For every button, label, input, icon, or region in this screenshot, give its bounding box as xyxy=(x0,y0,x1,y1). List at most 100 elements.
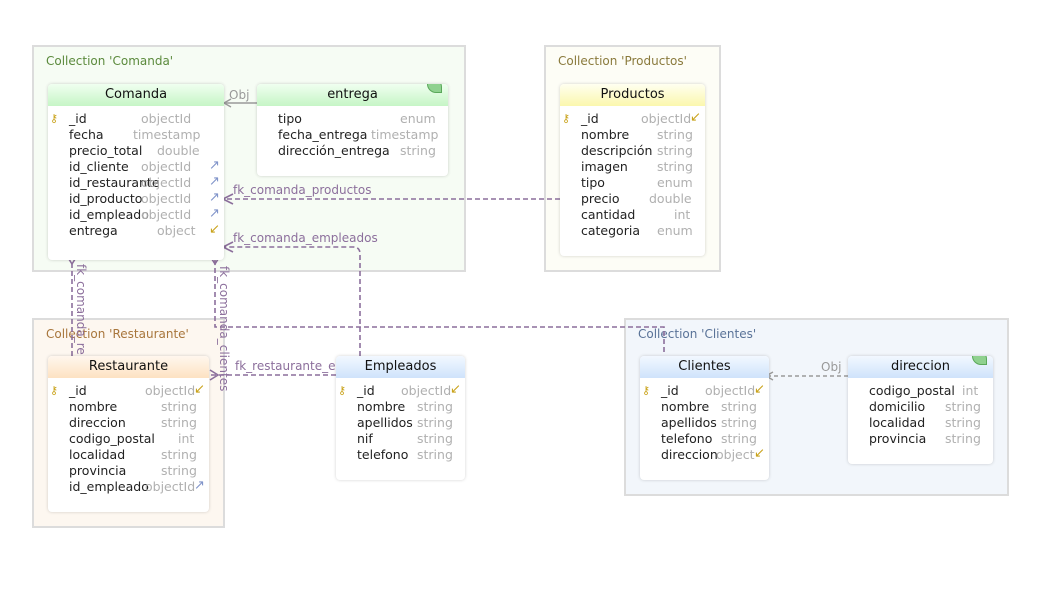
field-name: _id xyxy=(661,383,679,398)
field-type: timestamp xyxy=(133,127,201,142)
field-row[interactable]: ⚷ _id objectId ↙ xyxy=(640,382,769,399)
field-type: string xyxy=(657,159,693,174)
field-type: string xyxy=(161,399,197,414)
field-row[interactable]: ⚷ _id objectId ↙ xyxy=(336,382,465,399)
field-type: int xyxy=(178,431,195,446)
field-name: id_restaurante xyxy=(69,175,160,190)
field-name: _id xyxy=(69,383,87,398)
field-type: objectId xyxy=(141,175,192,190)
field-row[interactable]: tipo enum xyxy=(560,175,705,191)
entity-productos[interactable]: Productos ⚷ _id objectId ↙ nombre string… xyxy=(560,84,705,256)
field-row[interactable]: provincia string xyxy=(48,463,209,479)
field-row[interactable]: nif string xyxy=(336,431,465,447)
field-row[interactable]: ⚷ _id objectId ↙ xyxy=(560,110,705,127)
field-type: string xyxy=(417,399,453,414)
field-row[interactable]: telefono string xyxy=(640,431,769,447)
field-row[interactable]: descripción string xyxy=(560,143,705,159)
field-row[interactable]: precio double xyxy=(560,191,705,207)
foreign-key-arrow-icon: ↗ xyxy=(209,206,220,221)
primary-key-icon: ⚷ xyxy=(562,112,571,125)
field-type: double xyxy=(649,191,692,206)
field-name: precio xyxy=(581,191,620,206)
entity-title: Productos xyxy=(560,84,705,106)
field-row[interactable]: ⚷ _id objectId ↙ xyxy=(48,382,209,399)
field-row[interactable]: localidad string xyxy=(848,415,993,431)
field-type: object xyxy=(157,223,196,238)
field-row[interactable]: nombre string xyxy=(560,127,705,143)
field-row[interactable]: id_cliente objectId ↗ xyxy=(48,158,224,175)
field-row[interactable]: codigo_postal int xyxy=(48,431,209,447)
field-row[interactable]: nombre string xyxy=(640,399,769,415)
field-name: codigo_postal xyxy=(69,431,155,446)
field-row[interactable]: imagen string xyxy=(560,159,705,175)
field-type: enum xyxy=(657,175,693,190)
field-row[interactable]: id_producto objectId ↗ xyxy=(48,190,224,207)
field-name: apellidos xyxy=(357,415,413,430)
field-name: dirección_entrega xyxy=(278,143,390,158)
field-row[interactable]: direccion string xyxy=(48,415,209,431)
field-name: telefono xyxy=(357,447,409,462)
field-name: direccion xyxy=(69,415,126,430)
field-row[interactable]: fecha_entrega timestamp xyxy=(257,127,448,143)
field-type: timestamp xyxy=(371,127,439,142)
field-row[interactable]: id_empleado objectId ↗ xyxy=(48,206,224,223)
field-type: string xyxy=(721,415,757,430)
field-row[interactable]: domicilio string xyxy=(848,399,993,415)
referenced-key-icon: ↙ xyxy=(754,382,765,397)
field-name: _id xyxy=(69,111,87,126)
field-row[interactable]: categoria enum xyxy=(560,223,705,239)
field-list: ⚷ _id objectId ↙ nombre string apellidos… xyxy=(336,378,465,463)
entity-empleados[interactable]: Empleados ⚷ _id objectId ↙ nombre string… xyxy=(336,356,465,480)
field-row[interactable]: entrega object ↙ xyxy=(48,222,224,239)
field-name: localidad xyxy=(69,447,126,462)
referenced-key-icon: ↙ xyxy=(690,110,701,125)
field-row[interactable]: apellidos string xyxy=(336,415,465,431)
field-row[interactable]: apellidos string xyxy=(640,415,769,431)
field-row[interactable]: fecha timestamp xyxy=(48,127,224,143)
line-comanda-empleados xyxy=(223,246,361,356)
field-row[interactable]: nombre string xyxy=(48,399,209,415)
group-label: Collection 'Clientes' xyxy=(638,327,757,341)
field-row[interactable]: telefono string xyxy=(336,447,465,463)
field-row[interactable]: direccion object ↙ xyxy=(640,446,769,463)
group-label: Collection 'Restaurante' xyxy=(46,327,189,341)
field-row[interactable]: codigo_postal int xyxy=(848,383,993,399)
field-row[interactable]: id_empleado objectId ↗ xyxy=(48,478,209,495)
entity-title: direccion xyxy=(848,356,993,378)
field-type: double xyxy=(157,143,200,158)
field-row[interactable]: provincia string xyxy=(848,431,993,447)
entity-entrega[interactable]: entrega tipo enum fecha_entrega timestam… xyxy=(257,84,448,176)
foreign-key-arrow-icon: ↗ xyxy=(209,174,220,189)
field-row[interactable]: tipo enum xyxy=(257,111,448,127)
field-row[interactable]: precio_total double xyxy=(48,143,224,159)
field-row[interactable]: ⚷ _id objectId xyxy=(48,111,224,127)
field-name: tipo xyxy=(278,111,302,126)
field-type: objectId xyxy=(141,111,192,126)
field-type: enum xyxy=(657,223,693,238)
field-row[interactable]: dirección_entrega string xyxy=(257,143,448,159)
field-name: id_empleado xyxy=(69,479,149,494)
field-list: ⚷ _id objectId ↙ nombre string descripci… xyxy=(560,106,705,239)
field-row[interactable]: cantidad int xyxy=(560,207,705,223)
entity-title: Comanda xyxy=(48,84,224,106)
entity-restaurante[interactable]: Restaurante ⚷ _id objectId ↙ nombre stri… xyxy=(48,356,209,512)
entity-clientes[interactable]: Clientes ⚷ _id objectId ↙ nombre string … xyxy=(640,356,769,480)
field-name: nombre xyxy=(581,127,630,142)
embedded-link-icon: ↙ xyxy=(209,222,220,237)
field-row[interactable]: nombre string xyxy=(336,399,465,415)
field-type: string xyxy=(945,399,981,414)
field-type: string xyxy=(657,143,693,158)
field-name: direccion xyxy=(661,447,718,462)
field-type: objectId xyxy=(145,383,196,398)
field-row[interactable]: id_restaurante objectId ↗ xyxy=(48,174,224,191)
entity-title: Restaurante xyxy=(48,356,209,378)
field-type: string xyxy=(161,447,197,462)
field-type: int xyxy=(674,207,691,222)
field-row[interactable]: localidad string xyxy=(48,447,209,463)
field-type: string xyxy=(945,431,981,446)
entity-comanda[interactable]: Comanda ⚷ _id objectId fecha timestamp p… xyxy=(48,84,224,260)
entity-direccion[interactable]: direccion codigo_postal int domicilio st… xyxy=(848,356,993,464)
field-name: nombre xyxy=(69,399,118,414)
field-name: imagen xyxy=(581,159,628,174)
label-obj-entrega: Obj xyxy=(229,88,250,102)
